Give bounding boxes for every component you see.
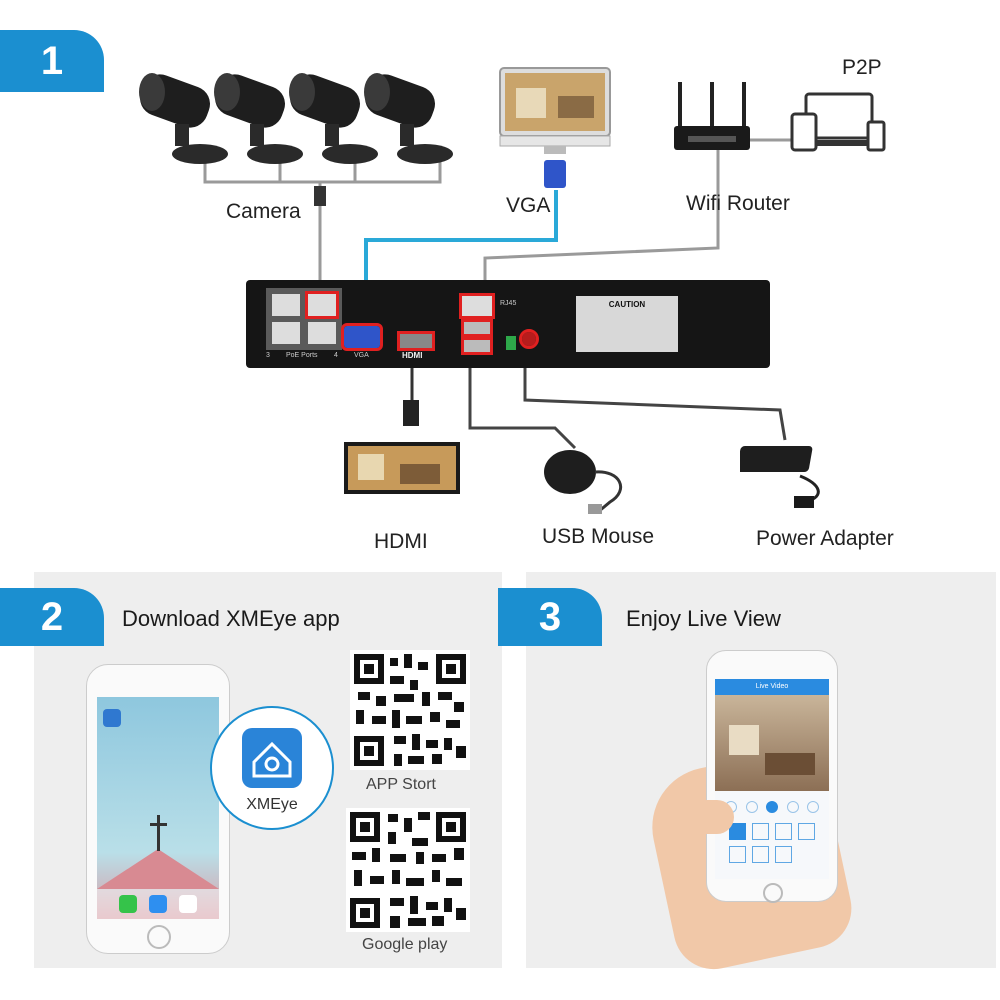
camera-connector [314, 186, 326, 206]
room-sofa [765, 753, 815, 775]
layout-4-icon[interactable] [752, 823, 769, 840]
port-number-4: 4 [334, 352, 338, 359]
power-cable [523, 355, 787, 441]
room-window [729, 725, 759, 755]
app-store-qr-code[interactable] [350, 650, 470, 770]
phone-app-icon[interactable] [119, 895, 137, 913]
step-number: 3 [538, 594, 562, 639]
phone-live-view: Live Video [706, 650, 838, 903]
live-video-feed [715, 695, 829, 791]
home-button[interactable] [763, 883, 783, 903]
step-3-title: Enjoy Live View [626, 606, 781, 631]
xmeye-app-name: XMEye [246, 796, 298, 813]
p2p-label: P2P [842, 56, 882, 79]
rj45-port[interactable] [459, 293, 495, 319]
hdmi-label: HDMI [374, 530, 428, 553]
wifi-router-label: Wifi Router [686, 192, 790, 215]
phone-home-screen [86, 664, 230, 954]
vga-plug [544, 160, 566, 188]
power-adapter-label: Power Adapter [756, 527, 894, 550]
step-1-badge: 1 [0, 30, 104, 92]
usb-mouse-label: USB Mouse [542, 525, 655, 548]
dc-power-port[interactable] [519, 329, 539, 349]
home-button[interactable] [147, 925, 171, 949]
vga-label: VGA [506, 194, 551, 217]
step-2-title: Download XMEye app [122, 606, 340, 631]
usb-port[interactable] [461, 337, 493, 355]
poe-ports-label: PoE Ports [286, 352, 318, 359]
poe-port[interactable] [272, 322, 300, 344]
xmeye-app-badge[interactable]: XMEye [210, 706, 334, 830]
caution-sticker: CAUTION [576, 296, 678, 352]
phone-wallpaper [97, 697, 219, 919]
home-camera-icon [252, 741, 292, 778]
step-number: 1 [40, 38, 64, 83]
cross-icon [157, 815, 160, 851]
poe-port[interactable] [272, 294, 300, 316]
poe-port[interactable] [308, 322, 336, 344]
layout-buttons [729, 823, 815, 863]
camera-icon [364, 73, 453, 164]
control-icon[interactable] [807, 801, 819, 813]
record-icon[interactable] [775, 846, 792, 863]
step-number: 2 [40, 594, 64, 639]
hdmi-tv-icon [344, 442, 460, 494]
live-video-header: Live Video [715, 679, 829, 695]
app-store-label: APP Stort [366, 776, 436, 793]
alarm-terminal [506, 336, 516, 350]
step-3-badge: 3 [498, 588, 602, 646]
caution-text: CAUTION [608, 300, 646, 309]
usb-mouse-icon [544, 450, 623, 514]
control-icon[interactable] [766, 801, 778, 813]
camera-bus-cable [203, 150, 442, 184]
xmeye-logo-icon [242, 728, 302, 788]
music-app-icon[interactable] [179, 895, 197, 913]
google-play-qr-code[interactable] [346, 808, 470, 932]
camera-label: Camera [226, 200, 301, 223]
power-adapter-icon [740, 446, 820, 508]
step-2-badge: 2 [0, 588, 104, 646]
usb-cable [468, 355, 577, 450]
snapshot-icon[interactable] [752, 846, 769, 863]
p2p-devices-icon [790, 92, 886, 152]
rj45-label: RJ45 [500, 300, 517, 307]
playback-controls [725, 801, 819, 813]
usb-port[interactable] [461, 319, 493, 337]
camera-group [139, 73, 453, 164]
hdmi-plug [403, 400, 419, 426]
vga-monitor-icon [499, 67, 611, 188]
camera-icon [289, 73, 378, 164]
poe-port-block [266, 288, 342, 350]
ptz-icon[interactable] [729, 846, 746, 863]
layout-1-icon[interactable] [729, 823, 746, 840]
router-icon [674, 82, 750, 150]
safari-app-icon[interactable] [149, 895, 167, 913]
camera-icon [214, 73, 303, 164]
nvr-recorder: PoE Ports 3 4 VGA HDMI RJ45 CAUTION [246, 280, 770, 368]
layout-9-icon[interactable] [775, 823, 792, 840]
layout-16-icon[interactable] [798, 823, 815, 840]
xmeye-app-icon[interactable] [103, 709, 121, 727]
dock [97, 889, 219, 919]
hdmi-port-label: HDMI [402, 351, 423, 360]
vga-port[interactable] [341, 323, 383, 351]
hdmi-port[interactable] [397, 331, 435, 351]
cross-bar [150, 823, 167, 826]
church-roof [97, 849, 219, 889]
vga-port-label: VGA [354, 352, 369, 359]
port-number-3: 3 [266, 352, 270, 359]
router-cable [483, 150, 720, 300]
control-icon[interactable] [786, 801, 799, 813]
phone-app-screen: Live Video [715, 679, 829, 879]
thumb-illustration [690, 800, 734, 834]
camera-icon [139, 73, 228, 164]
poe-port[interactable] [305, 291, 339, 319]
google-play-label: Google play [362, 936, 448, 953]
control-icon[interactable] [745, 801, 758, 813]
